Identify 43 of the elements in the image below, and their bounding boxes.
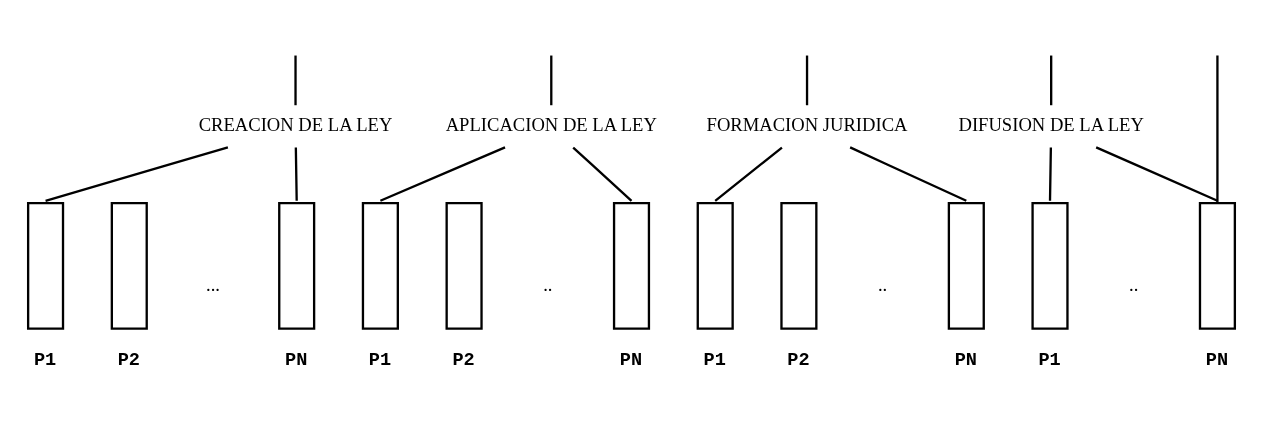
- node-label: P1: [1038, 348, 1061, 370]
- node-label: PN: [285, 348, 308, 370]
- connector: [1216, 55, 1219, 202]
- node-box: [26, 201, 65, 330]
- node-label: P1: [368, 348, 392, 370]
- node-box: [947, 201, 985, 330]
- node-label: PN: [1205, 348, 1229, 370]
- node-text: DIFUSION DE LA LEY: [958, 113, 1144, 135]
- node-label: PN: [954, 348, 978, 370]
- node-box: [278, 201, 316, 330]
- node-box: [1198, 201, 1237, 330]
- connector: [805, 55, 809, 105]
- node-label: P2: [117, 348, 140, 370]
- node-label: PN: [619, 348, 643, 370]
- node-box: [696, 201, 734, 330]
- node-label: P2: [787, 348, 810, 370]
- label: ..: [543, 273, 553, 295]
- node-label: P1: [33, 348, 57, 370]
- connector: [714, 146, 783, 202]
- node-box: [361, 201, 399, 330]
- node-box: [1031, 201, 1069, 330]
- connector: [379, 145, 506, 202]
- connector: [1050, 55, 1053, 105]
- connector: [294, 147, 298, 201]
- connector: [1095, 145, 1218, 202]
- connector: [45, 145, 229, 202]
- label: ..: [877, 273, 888, 295]
- node-text: FORMACION JURIDICA: [706, 113, 908, 135]
- label: ...: [206, 273, 220, 295]
- connector: [550, 55, 553, 105]
- node-box: [780, 201, 818, 330]
- connector: [572, 146, 633, 202]
- node-label: P1: [703, 348, 726, 370]
- node-label: P2: [452, 348, 475, 370]
- connector: [1048, 147, 1053, 201]
- node-text: APLICACION DE LA LEY: [445, 113, 657, 135]
- connector: [294, 55, 297, 105]
- connector: [849, 145, 967, 202]
- node-box: [445, 201, 483, 330]
- node-box: [110, 201, 148, 330]
- node-text: CREACION DE LA LEY: [198, 113, 393, 135]
- node-box: [612, 201, 651, 330]
- label: ..: [1129, 273, 1139, 295]
